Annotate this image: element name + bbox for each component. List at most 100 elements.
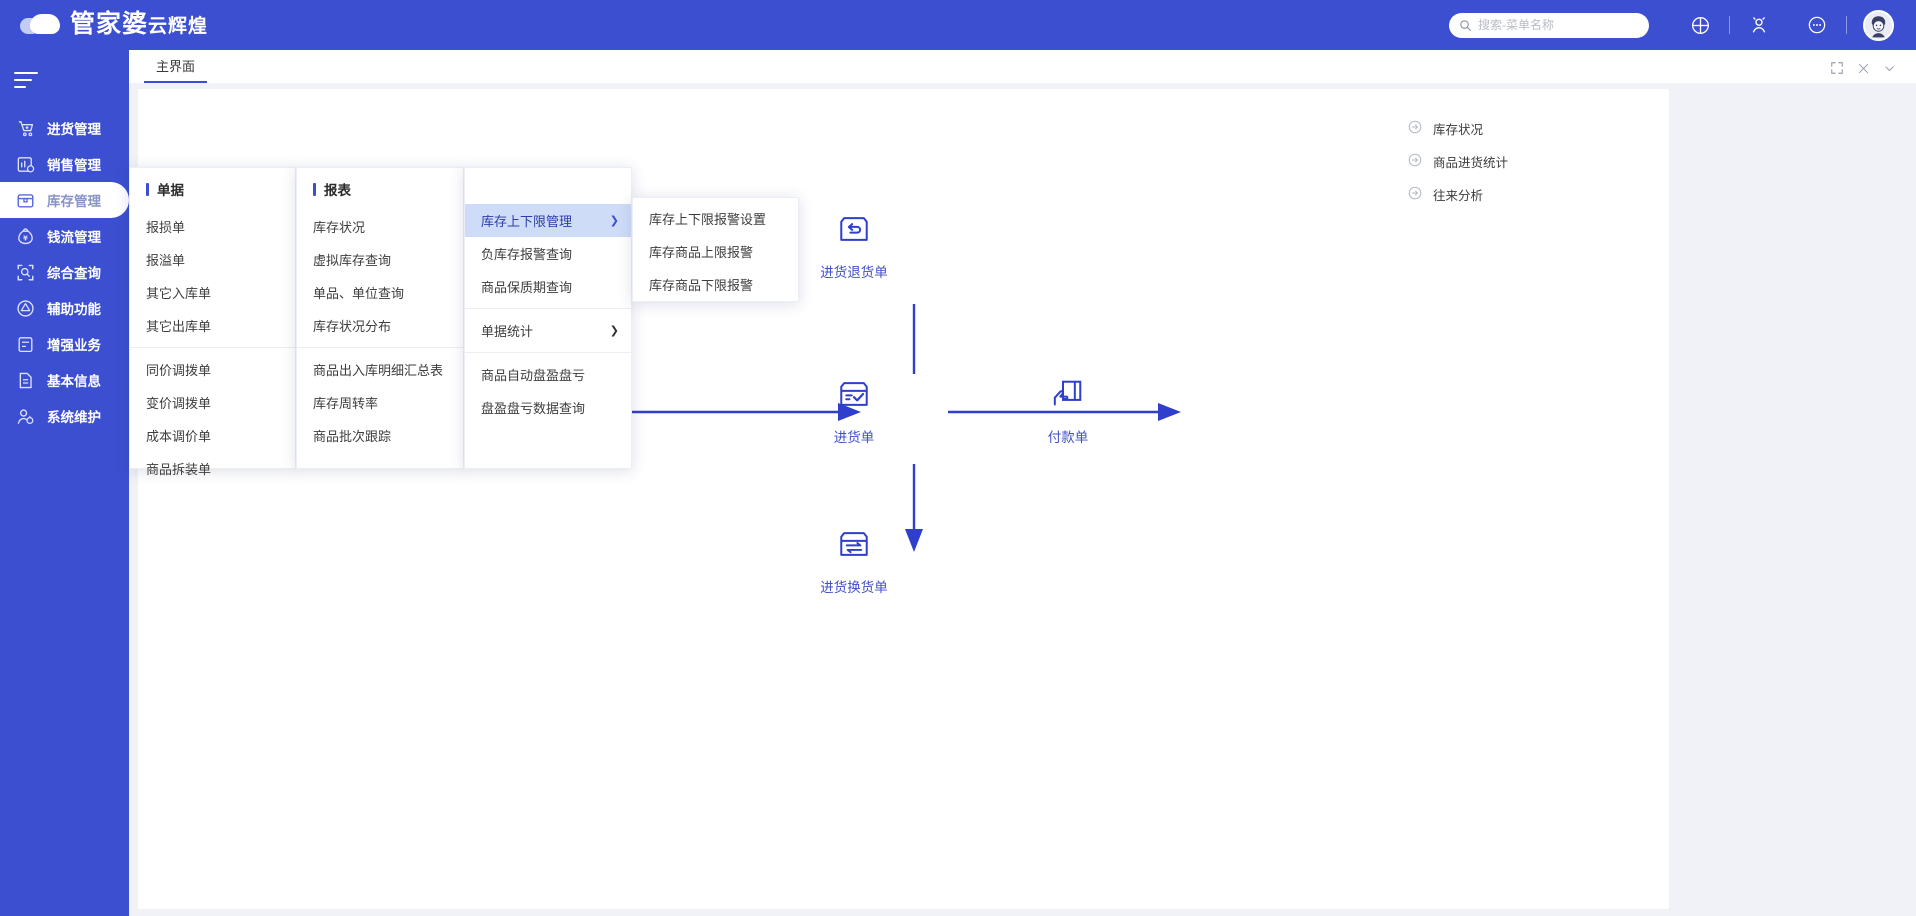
menu-item-stock-limit-management[interactable]: 库存上下限管理 ❯: [465, 204, 631, 237]
search-icon: [1460, 19, 1471, 31]
menu-item-label: 成本调价单: [146, 429, 212, 444]
menu-item-label: 库存状况分布: [313, 319, 392, 334]
globe-grid-icon[interactable]: [1685, 10, 1715, 40]
sidebar-item-cashflow[interactable]: ¥ 钱流管理: [0, 218, 129, 254]
menu-title-text: 报表: [324, 183, 351, 198]
menu-item-label: 报溢单: [146, 253, 186, 268]
settings-user-icon: [14, 405, 36, 427]
sidebar-nav: 进货管理 销售管理 库存管理: [0, 110, 129, 434]
sidebar-item-label: 系统维护: [47, 410, 101, 425]
logo-sub-text: 云辉煌: [148, 15, 209, 37]
sidebar-item-label: 销售管理: [47, 158, 101, 173]
sidebar-item-label: 进货管理: [47, 122, 101, 137]
menu-separator: [465, 352, 631, 353]
menu-column-reports: 报表 库存状况 虚拟库存查询 单品、单位查询 库存状况分布 商品出入库明细汇总表…: [296, 167, 464, 469]
sidebar-item-label: 综合查询: [47, 266, 101, 281]
menu-item-shelf-life-query[interactable]: 商品保质期查询: [465, 270, 631, 303]
menu-item-document-statistics[interactable]: 单据统计 ❯: [465, 314, 631, 347]
arrow-circle-icon: [1408, 153, 1422, 170]
chevron-down-icon[interactable]: [1876, 57, 1902, 79]
flow-node-purchase-return[interactable]: 进货退货单: [794, 209, 914, 281]
menu-item-inventory-status[interactable]: 库存状况: [297, 210, 463, 243]
divider: [1729, 16, 1730, 34]
cart-icon: [14, 117, 36, 139]
sidebar-item-basic-info[interactable]: 基本信息: [0, 362, 129, 398]
sidebar-item-system[interactable]: 系统维护: [0, 398, 129, 434]
hamburger-icon[interactable]: [14, 72, 40, 88]
app-logo[interactable]: 管家婆云辉煌: [20, 10, 208, 41]
menu-item-label: 单品、单位查询: [313, 286, 405, 301]
top-bar: 管家婆云辉煌: [0, 0, 1916, 50]
user-group-icon[interactable]: [1744, 10, 1774, 40]
menu-separator: [465, 308, 631, 309]
menu-item-inventory-distribution[interactable]: 库存状况分布: [297, 309, 463, 342]
tab-main-interface[interactable]: 主界面: [144, 56, 208, 83]
logo-text: 管家婆云辉煌: [70, 10, 208, 41]
sidebar-item-label: 辅助功能: [47, 302, 101, 317]
right-panel-item-transaction-analysis[interactable]: 往来分析: [1391, 181, 1596, 208]
menu-item-same-price-transfer[interactable]: 同价调拨单: [130, 353, 295, 386]
right-shortcut-panel: 库存状况 商品进货统计 往来分析: [1391, 89, 1596, 909]
menu-item-label: 商品出入库明细汇总表: [313, 363, 444, 378]
fullscreen-icon[interactable]: [1824, 57, 1850, 79]
menu-column-inventory-tools: 库存上下限管理 ❯ 负库存报警查询 商品保质期查询 单据统计 ❯ 商品自动盘盈盘…: [464, 167, 632, 469]
menu-item-other-inbound[interactable]: 其它入库单: [130, 276, 295, 309]
menu-item-var-price-transfer[interactable]: 变价调拨单: [130, 386, 295, 419]
menu-item-label: 盘盈盘亏数据查询: [481, 401, 586, 416]
cloud-icon: [20, 12, 62, 38]
menu-item-baoyidan[interactable]: 报溢单: [130, 243, 295, 276]
menu-item-label: 库存状况: [313, 220, 366, 235]
menu-column-documents: 单据 报损单 报溢单 其它入库单 其它出库单 同价调拨单 变价调拨单 成本调价单…: [129, 167, 296, 477]
sidebar-item-inventory[interactable]: 库存管理: [0, 182, 129, 218]
divider: [1846, 16, 1847, 34]
search-box[interactable]: [1449, 12, 1649, 38]
chevron-right-icon: ❯: [609, 215, 619, 227]
chevron-right-icon: ❯: [609, 325, 619, 337]
menu-flyout-stock-limit: 库存上下限报警设置 库存商品上限报警 库存商品下限报警: [632, 197, 799, 302]
menu-item-inventory-turnover[interactable]: 库存周转率: [297, 386, 463, 419]
menu-item-cost-adjust[interactable]: 成本调价单: [130, 419, 295, 452]
sidebar-item-enhanced[interactable]: 增强业务: [0, 326, 129, 362]
sidebar-item-query[interactable]: 综合查询: [0, 254, 129, 290]
box-check-icon: [794, 374, 914, 414]
menu-item-product-assembly[interactable]: 商品拆装单: [130, 452, 295, 485]
help-chat-icon[interactable]: [1802, 10, 1832, 40]
svg-text:¥: ¥: [23, 234, 28, 242]
menu-item-item-unit-query[interactable]: 单品、单位查询: [297, 276, 463, 309]
tab-label: 主界面: [156, 59, 196, 74]
menu-item-stock-lower-limit-alert[interactable]: 库存商品下限报警: [633, 268, 798, 301]
menu-title-text: 单据: [157, 183, 184, 198]
menu-item-stocktake-data-query[interactable]: 盘盈盘亏数据查询: [465, 391, 631, 424]
flow-node-payment-order[interactable]: 付款单: [1008, 374, 1128, 446]
menu-item-inout-detail-summary[interactable]: 商品出入库明细汇总表: [297, 353, 463, 386]
menu-item-virtual-inventory-query[interactable]: 虚拟库存查询: [297, 243, 463, 276]
top-bar-actions: [1449, 9, 1894, 41]
sidebar-item-helper[interactable]: 辅助功能: [0, 290, 129, 326]
search-input[interactable]: [1478, 18, 1639, 32]
right-panel-item-inventory-status[interactable]: 库存状况: [1391, 115, 1596, 142]
right-panel-item-purchase-stats[interactable]: 商品进货统计: [1391, 148, 1596, 175]
menu-item-negative-stock-alert[interactable]: 负库存报警查询: [465, 237, 631, 270]
sidebar-item-sales[interactable]: 销售管理: [0, 146, 129, 182]
menu-item-label: 同价调拨单: [146, 363, 212, 378]
menu-item-auto-stocktake[interactable]: 商品自动盘盈盘亏: [465, 358, 631, 391]
close-icon[interactable]: [1850, 57, 1876, 79]
menu-item-label: 商品保质期查询: [481, 280, 573, 295]
sidebar-item-purchase[interactable]: 进货管理: [0, 110, 129, 146]
sidebar-item-label: 钱流管理: [47, 230, 101, 245]
arrow-circle-icon: [1408, 120, 1422, 137]
menu-item-stock-upper-limit-alert[interactable]: 库存商品上限报警: [633, 235, 798, 268]
menu-item-batch-tracking[interactable]: 商品批次跟踪: [297, 419, 463, 452]
user-avatar[interactable]: [1863, 9, 1894, 41]
menu-item-baosundan[interactable]: 报损单: [130, 210, 295, 243]
menu-item-other-outbound[interactable]: 其它出库单: [130, 309, 295, 342]
flow-node-purchase-exchange[interactable]: 进货换货单: [794, 524, 914, 596]
flow-node-purchase-order[interactable]: 进货单: [794, 374, 914, 446]
arrow-circle-icon: [1408, 186, 1422, 203]
shield-icon: [14, 297, 36, 319]
menu-item-label: 库存商品上限报警: [649, 245, 754, 260]
menu-item-label: 虚拟库存查询: [313, 253, 392, 268]
flow-node-label: 进货退货单: [820, 265, 888, 280]
list-panel-icon: [14, 333, 36, 355]
menu-item-stock-limit-alert-settings[interactable]: 库存上下限报警设置: [633, 202, 798, 235]
